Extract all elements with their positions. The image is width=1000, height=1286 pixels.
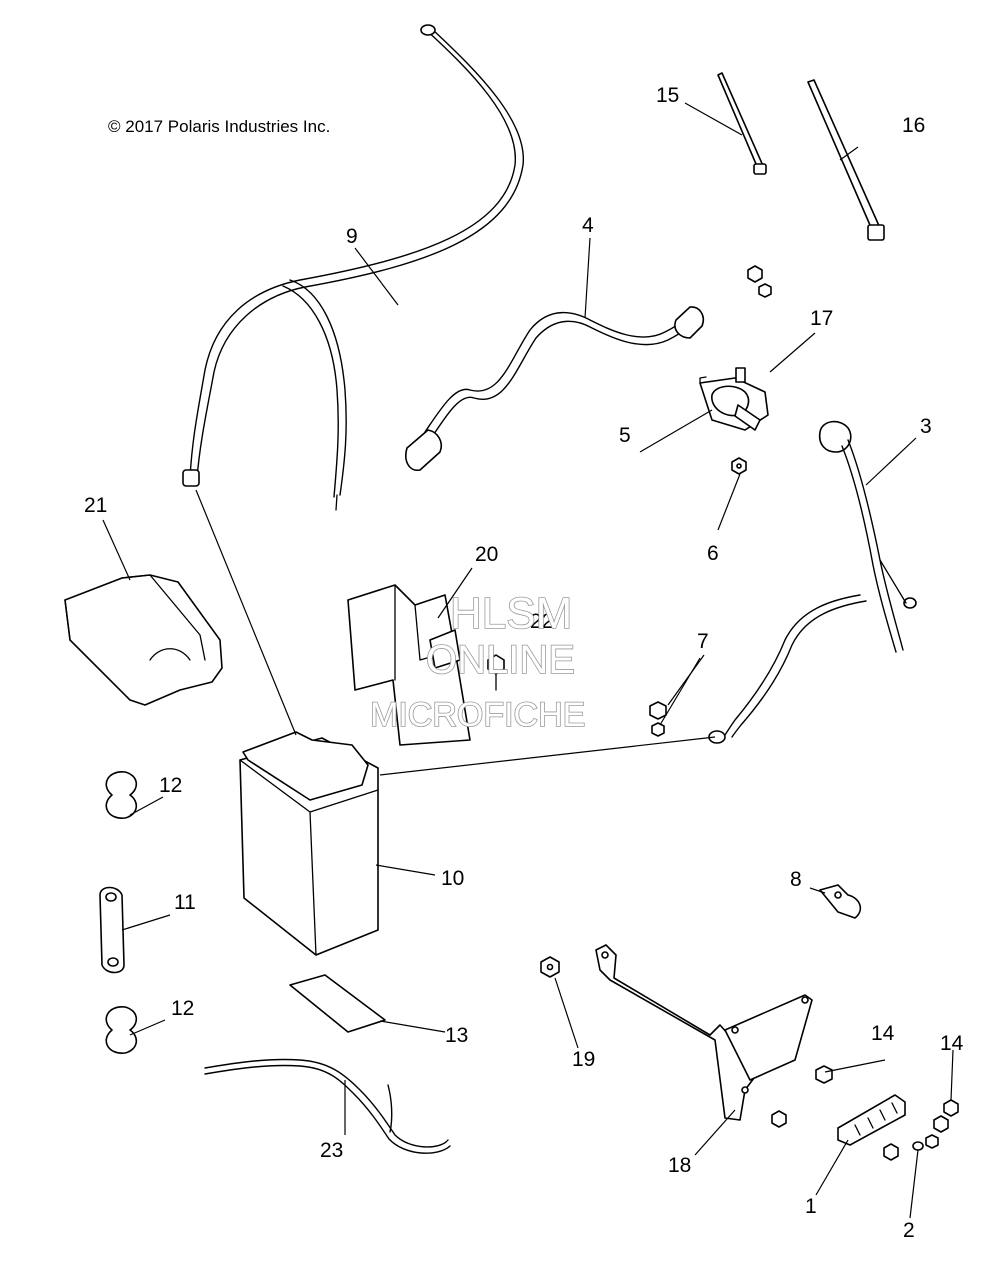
part-19-screw: [540, 956, 560, 978]
callout-14-a: 14: [871, 1022, 895, 1045]
part-11-strap: [99, 886, 125, 974]
callout-19: 19: [572, 1048, 595, 1071]
callout-15: 15: [656, 84, 679, 107]
part-9-battery-cable: [182, 24, 524, 511]
callout-5: 5: [619, 424, 631, 447]
leader-lines: [102, 102, 954, 1219]
callout-6: 6: [707, 542, 719, 565]
callout-1: 1: [805, 1195, 817, 1218]
watermark-line-3: MICROFICHE: [370, 696, 585, 734]
callout-3: 3: [920, 415, 932, 438]
part-4-cable: [405, 306, 705, 472]
callout-labels: 9 4 15 16 17 5 6 3 7 21 20 22 10 12 11 1…: [84, 84, 964, 1242]
callout-23: 23: [320, 1139, 343, 1162]
copyright-text: © 2017 Polaris Industries Inc.: [108, 117, 330, 136]
part-8-clamp: [819, 884, 862, 919]
part-12-clip-upper: [105, 771, 138, 819]
watermark-line-1: HLSM: [450, 589, 572, 638]
part-17-nuts: [747, 265, 772, 298]
part-15-cable-tie: [717, 72, 767, 175]
part-22-bolt: [487, 654, 505, 691]
callout-8: 8: [790, 868, 802, 891]
callout-10: 10: [441, 867, 464, 890]
part-3-cable: [708, 420, 917, 744]
callout-13: 13: [445, 1024, 468, 1047]
part-21-cover: [64, 574, 223, 706]
callout-18: 18: [668, 1154, 691, 1177]
callout-11: 11: [174, 891, 196, 914]
part-10-battery: [239, 731, 379, 956]
callout-7: 7: [697, 630, 709, 653]
callout-14-b: 14: [940, 1032, 964, 1055]
callout-16: 16: [902, 114, 925, 137]
part-2-nuts: [883, 1134, 939, 1161]
callout-22: 22: [530, 610, 553, 633]
part-14-bolts: [771, 1065, 959, 1133]
watermark-line-2: ONLINE: [426, 638, 575, 682]
callout-12-lower: 12: [171, 997, 194, 1020]
callout-2: 2: [903, 1219, 915, 1242]
part-5-solenoid: [699, 367, 769, 431]
part-18-bracket: [595, 944, 813, 1121]
part-12-clip-lower: [105, 1006, 138, 1054]
part-23-tube: [204, 1058, 451, 1154]
watermark: HLSM ONLINE MICROFICHE: [369, 588, 586, 735]
part-20-bracket: [347, 584, 471, 746]
callout-4: 4: [582, 214, 594, 237]
part-1-terminal-block: [837, 1094, 906, 1146]
part-16-cable-tie: [807, 79, 885, 241]
callout-12-upper: 12: [159, 774, 182, 797]
callout-17: 17: [810, 307, 833, 330]
callout-9: 9: [346, 225, 358, 248]
part-13-pad: [289, 974, 386, 1033]
part-6-screw: [731, 457, 747, 475]
callout-20: 20: [475, 543, 498, 566]
callout-21: 21: [84, 494, 107, 517]
